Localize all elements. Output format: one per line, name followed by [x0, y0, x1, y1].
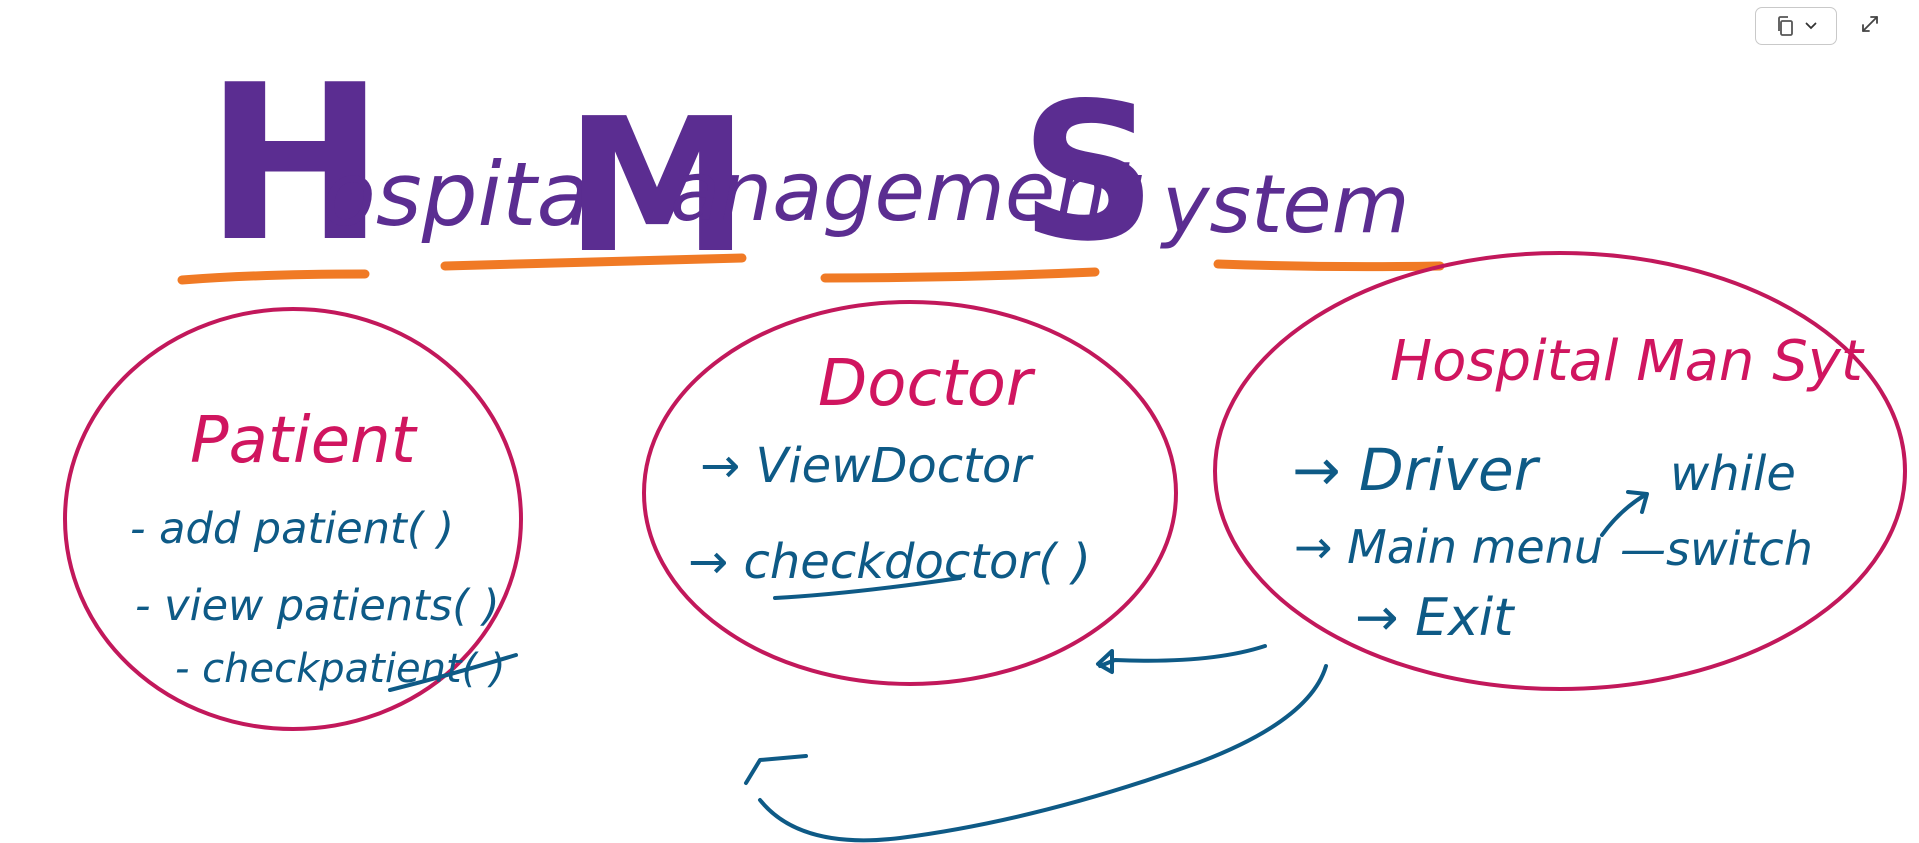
patient-item-add: - add patient( ) — [130, 504, 454, 554]
title-word-anagement: anagement — [670, 145, 1142, 240]
patient-item-check: - checkpatient( ) — [175, 646, 506, 692]
expand-button[interactable] — [1856, 12, 1884, 40]
underline-4 — [1213, 259, 1445, 272]
title-letter-h: H — [205, 38, 385, 289]
doctor-heading: Doctor — [818, 347, 1036, 421]
doctor-node: Doctor → ViewDoctor → checkdoctor( ) — [688, 347, 1091, 600]
patient-check-underline — [388, 653, 518, 692]
hospital-to-doctor-arrowhead — [1096, 649, 1114, 674]
doctor-ellipse — [642, 300, 1178, 686]
hospital-to-doctor-arrow — [1098, 644, 1267, 668]
diagram-title: H ospital M anagement S ystem — [205, 38, 1410, 294]
diagram-ellipses — [63, 251, 1907, 731]
underline-2 — [440, 253, 747, 271]
patient-heading: Patient — [190, 404, 419, 478]
hospital-heading: Hospital Man Syt — [1390, 329, 1865, 394]
chevron-down-icon — [1805, 22, 1817, 30]
hospital-side-switch: —switch — [1620, 522, 1813, 576]
doctor-item-check: → checkdoctor( ) — [688, 534, 1091, 590]
copy-document-icon — [1775, 15, 1795, 37]
hospital-ellipse — [1213, 251, 1907, 691]
underline-3 — [820, 267, 1100, 283]
hospital-item-driver: → Driver — [1292, 436, 1541, 504]
hospital-item-mainmenu: → Main menu — [1294, 520, 1603, 574]
hospital-side-while: while — [1670, 446, 1796, 502]
hospital-to-patient-arrow — [758, 664, 1328, 843]
title-word-ystem: ystem — [1160, 158, 1410, 251]
doctor-check-underline — [773, 576, 962, 600]
hospital-node: Hospital Man Syt → Driver → Main menu → … — [1292, 329, 1865, 648]
underline-1 — [177, 269, 370, 285]
title-letter-s: S — [1020, 62, 1157, 283]
mainmenu-to-while-arrow — [1600, 490, 1649, 537]
hospital-item-exit: → Exit — [1355, 588, 1515, 648]
copy-menu-button[interactable] — [1755, 7, 1837, 45]
patient-item-view: - view patients( ) — [135, 581, 500, 631]
patient-ellipse — [63, 307, 523, 731]
doctor-item-view: → ViewDoctor — [700, 438, 1034, 494]
title-word-ospital: ospital — [322, 143, 615, 246]
title-underlines — [177, 253, 1445, 285]
connector-arrows — [744, 644, 1328, 843]
expand-diagonal-icon — [1860, 14, 1880, 38]
patient-node: Patient - add patient( ) - view patients… — [130, 404, 518, 692]
hospital-to-patient-arrowhead — [744, 754, 808, 785]
